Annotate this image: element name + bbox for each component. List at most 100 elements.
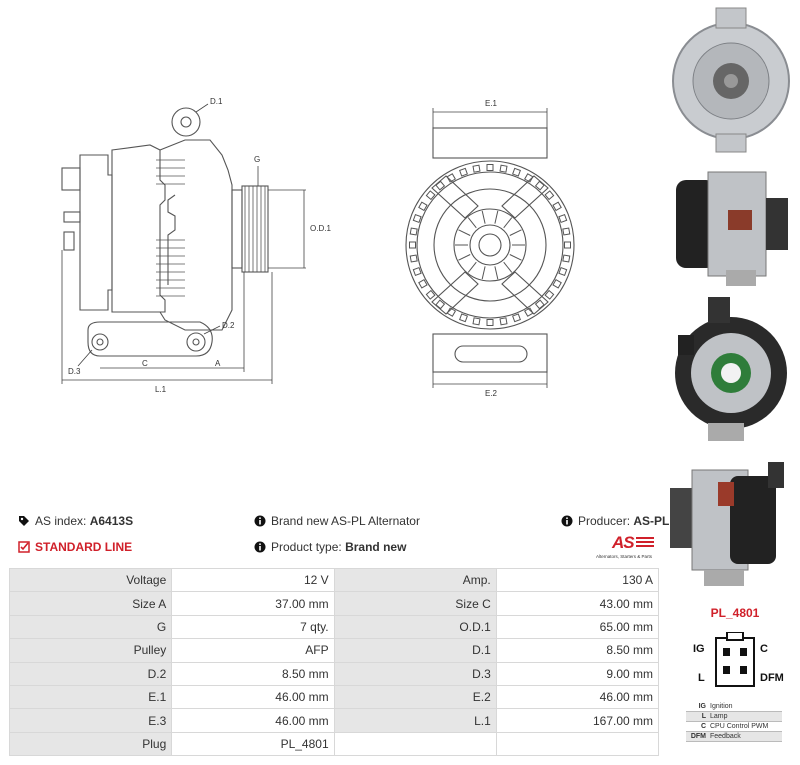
legend-abbr: IG — [686, 702, 708, 712]
tag-icon — [19, 516, 29, 526]
housing-vent-slot — [486, 164, 494, 171]
spec-key: Amp. — [333, 567, 497, 593]
fan-blade — [494, 266, 499, 280]
logo-mark: AS — [612, 533, 635, 552]
housing-vent-slot — [412, 267, 422, 276]
label-a: A — [215, 359, 221, 368]
label-d3: D.3 — [68, 367, 81, 376]
spec-value: 37.00 mm — [171, 591, 335, 616]
fan-blade — [494, 210, 499, 224]
spec-key: Size C — [333, 591, 497, 616]
housing-vent-slot — [459, 313, 468, 323]
spec-key: E.3 — [8, 708, 173, 733]
logo-stripes — [636, 537, 654, 549]
housing-vent-slot — [446, 307, 457, 317]
spec-value: 46.00 mm — [495, 684, 660, 710]
label-l1: L.1 — [155, 385, 167, 394]
product-photo-front — [672, 7, 790, 153]
spec-value: 7 qty. — [171, 614, 335, 640]
description-text: Brand new AS-PL Alternator — [271, 514, 420, 528]
pin-ig: IG — [693, 643, 705, 655]
product-photo-side — [676, 171, 788, 286]
spec-key: E.1 — [8, 684, 173, 710]
housing-vent-slot — [544, 190, 555, 201]
fan-blade — [509, 229, 522, 236]
product-photo-angle — [670, 462, 784, 586]
spec-value: AFP — [171, 638, 335, 663]
spec-value: 8.50 mm — [495, 638, 660, 663]
alternator-technical-drawing: D.1 G O.D.1 D.2 D.3 C A L.1 E.1 E.2 — [61, 97, 575, 398]
housing-vent-slot — [486, 319, 494, 326]
fan-blade — [503, 217, 513, 229]
housing-vent-slot — [499, 164, 508, 173]
spec-key: Plug — [8, 731, 173, 757]
spec-value: 130 A — [495, 567, 660, 593]
as-index-row: AS index: A6413S — [18, 514, 133, 528]
spec-value: 167.00 mm — [495, 708, 660, 733]
spec-key: D.3 — [333, 661, 497, 686]
housing-vent-slot — [524, 307, 534, 317]
fan-blade — [481, 266, 486, 280]
housing-vent-slot — [409, 254, 418, 263]
label-d1: D.1 — [210, 97, 223, 106]
plug-code: PL_4801 — [710, 606, 760, 620]
spec-key: E.2 — [333, 684, 497, 710]
spec-key: L.1 — [333, 708, 497, 733]
legend-abbr: C — [686, 721, 708, 732]
description-row: Brand new AS-PL Alternator — [254, 514, 420, 528]
spec-key: Pulley — [8, 638, 173, 663]
housing-vent-slot — [409, 227, 418, 236]
housing-vent-slot — [425, 190, 436, 201]
label-e2: E.2 — [485, 389, 498, 398]
housing-vent-slot — [435, 299, 446, 310]
fan-blade — [509, 254, 522, 261]
housing-vent-slot — [446, 173, 456, 183]
spec-key: Voltage — [8, 567, 173, 593]
fan-blade — [481, 210, 486, 224]
housing-vent-slot — [459, 167, 468, 177]
fan-blade — [458, 254, 471, 261]
product-type-row: Product type: Brand new — [254, 540, 406, 554]
spec-value: 46.00 mm — [171, 708, 335, 733]
spec-value — [495, 731, 660, 757]
fan-blade — [503, 261, 513, 273]
producer-row: Producer: AS-PL — [561, 514, 669, 528]
spec-key: Size A — [8, 591, 173, 616]
housing-vent-slot — [472, 164, 481, 173]
housing-vent-slot — [499, 317, 508, 326]
housing-vent-slot — [418, 279, 428, 289]
housing-vent-slot — [562, 254, 571, 263]
info-icon — [561, 515, 573, 527]
pin-dfm: DFM — [760, 672, 784, 684]
housing-vent-slot — [425, 289, 436, 300]
spec-value: 43.00 mm — [495, 591, 660, 616]
label-c: C — [142, 359, 148, 368]
legend-text: Feedback — [708, 731, 782, 742]
housing-vent-slot — [524, 173, 534, 183]
legend-text: Lamp — [708, 711, 782, 722]
fan-blade — [467, 261, 477, 273]
spec-key: D.2 — [8, 661, 173, 686]
housing-vent-slot — [409, 241, 416, 249]
check-square-icon — [18, 541, 30, 553]
housing-vent-slot — [552, 201, 562, 212]
legend-abbr: L — [686, 711, 708, 722]
spec-key: D.1 — [333, 638, 497, 663]
label-e1: E.1 — [485, 99, 498, 108]
spec-value: PL_4801 — [171, 731, 335, 757]
product-type-value: Brand new — [345, 540, 407, 554]
fan-blade — [458, 229, 471, 236]
housing-vent-slot — [562, 227, 571, 236]
housing-vent-slot — [472, 317, 481, 326]
housing-vent-slot — [512, 167, 521, 177]
